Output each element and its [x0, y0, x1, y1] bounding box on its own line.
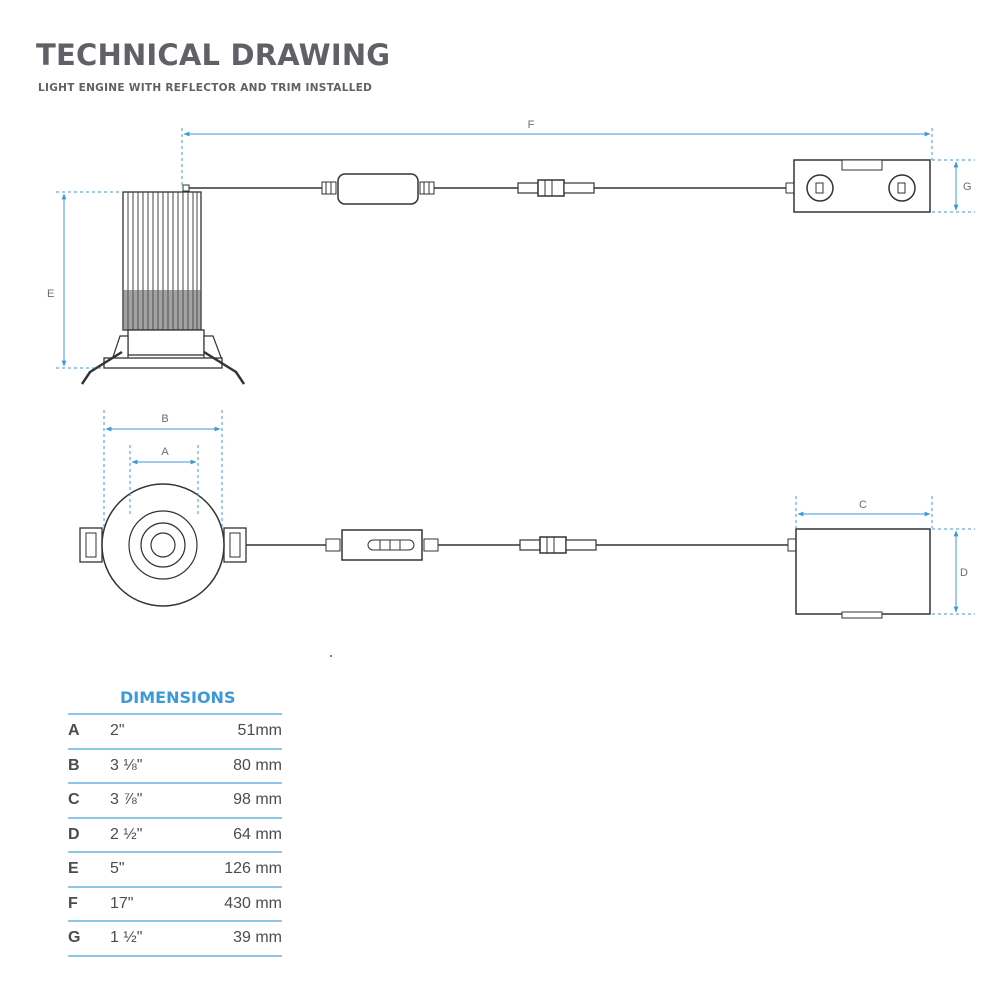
junction-box-side [793, 159, 931, 213]
dim-label-d: D [960, 567, 968, 579]
dim-imperial: 3 ⅞" [110, 783, 192, 819]
table-row: G 1 ½" 39 mm [68, 921, 282, 957]
dim-letter: C [68, 783, 110, 819]
dim-metric: 39 mm [192, 921, 282, 957]
dim-metric: 51mm [192, 713, 282, 750]
heatsink [122, 191, 202, 331]
dim-imperial: 1 ½" [110, 921, 192, 957]
dim-metric: 80 mm [192, 748, 282, 784]
trim [80, 329, 246, 385]
dim-letter: G [68, 921, 110, 957]
junction-box-top [795, 528, 931, 619]
dim-label-g: G [963, 181, 972, 193]
dim-letter: D [68, 817, 110, 853]
dim-letter: A [68, 713, 110, 750]
side-cable [182, 173, 795, 205]
table-row: D 2 ½" 64 mm [68, 817, 282, 853]
top-cable [246, 529, 797, 561]
dim-metric: 126 mm [192, 852, 282, 888]
side-view [80, 159, 931, 385]
page-subtitle: LIGHT ENGINE WITH REFLECTOR AND TRIM INS… [38, 82, 373, 94]
dim-metric: 430 mm [192, 886, 282, 922]
table-row: A 2" 51mm [68, 713, 282, 750]
dim-label-b: B [161, 413, 168, 425]
dimensions-table: A 2" 51mm B 3 ⅛" 80 mm C 3 ⅞" 98 mm D 2 … [68, 713, 282, 957]
table-row: E 5" 126 mm [68, 852, 282, 888]
dim-imperial: 2" [110, 713, 192, 750]
dim-label-e: E [47, 288, 54, 300]
dim-label-c: C [859, 499, 867, 511]
dim-imperial: 3 ⅛" [110, 748, 192, 784]
dim-letter: F [68, 886, 110, 922]
dim-imperial: 17" [110, 886, 192, 922]
dim-label-a: A [161, 446, 169, 458]
table-row: F 17" 430 mm [68, 886, 282, 922]
page-title: TECHNICAL DRAWING [36, 38, 391, 72]
dim-imperial: 2 ½" [110, 817, 192, 853]
fixture-round [79, 483, 247, 607]
dim-letter: B [68, 748, 110, 784]
dim-label-f: F [528, 119, 535, 131]
dimensions-heading: DIMENSIONS [120, 688, 236, 707]
top-view [79, 483, 931, 657]
dimension-lines [56, 128, 975, 615]
dim-metric: 64 mm [192, 817, 282, 853]
dim-metric: 98 mm [192, 783, 282, 819]
table-row: C 3 ⅞" 98 mm [68, 783, 282, 819]
dim-letter: E [68, 852, 110, 888]
dimension-labels: F G E B A C D [47, 116, 972, 579]
table-row: B 3 ⅛" 80 mm [68, 748, 282, 784]
dim-imperial: 5" [110, 852, 192, 888]
